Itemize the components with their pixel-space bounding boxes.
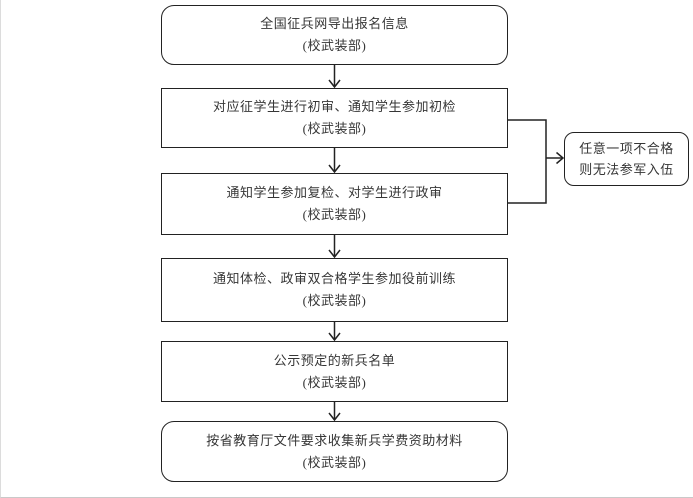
step-subtext: (校武装部) bbox=[302, 207, 367, 222]
side-bracket-connector bbox=[508, 119, 547, 204]
step-text: 通知体检、政审双合格学生参加役前训练 bbox=[212, 271, 456, 286]
arrow-down-icon bbox=[328, 402, 341, 422]
step-box-initial-review: 对应征学生进行初审、通知学生参加初检 (校武装部) bbox=[161, 88, 508, 148]
step-text: 通知学生参加复检、对学生进行政审 bbox=[226, 185, 443, 200]
step-box-recheck-political-review: 通知学生参加复检、对学生进行政审 (校武装部) bbox=[161, 173, 508, 235]
step-subtext: (校武装部) bbox=[302, 38, 367, 53]
arrow-down-icon bbox=[328, 65, 341, 89]
step-box-export-signup-info: 全国征兵网导出报名信息 (校武装部) bbox=[161, 5, 508, 65]
step-text: 全国征兵网导出报名信息 bbox=[260, 16, 409, 31]
side-note-text: 则无法参军入伍 bbox=[579, 162, 674, 177]
step-subtext: (校武装部) bbox=[302, 454, 367, 470]
step-box-publicize-recruit-list: 公示预定的新兵名单 (校武装部) bbox=[161, 341, 508, 402]
step-subtext: (校武装部) bbox=[302, 293, 367, 308]
step-subtext: (校武装部) bbox=[302, 374, 367, 390]
side-note-text: 任意一项不合格 bbox=[579, 141, 674, 156]
step-text: 对应征学生进行初审、通知学生参加初检 bbox=[212, 99, 456, 114]
arrow-down-icon bbox=[328, 235, 341, 259]
side-note-box: 任意一项不合格 则无法参军入伍 bbox=[564, 132, 689, 186]
arrow-down-icon bbox=[328, 322, 341, 342]
step-text: 按省教育厅文件要求收集新兵学费资助材料 bbox=[206, 432, 463, 448]
step-box-collect-tuition-aid-materials: 按省教育厅文件要求收集新兵学费资助材料 (校武装部) bbox=[161, 421, 508, 482]
arrow-down-icon bbox=[328, 148, 341, 174]
step-subtext: (校武装部) bbox=[302, 121, 367, 136]
arrow-right-icon bbox=[546, 151, 565, 165]
step-text: 公示预定的新兵名单 bbox=[273, 352, 396, 368]
step-box-pre-service-training: 通知体检、政审双合格学生参加役前训练 (校武装部) bbox=[161, 258, 508, 322]
